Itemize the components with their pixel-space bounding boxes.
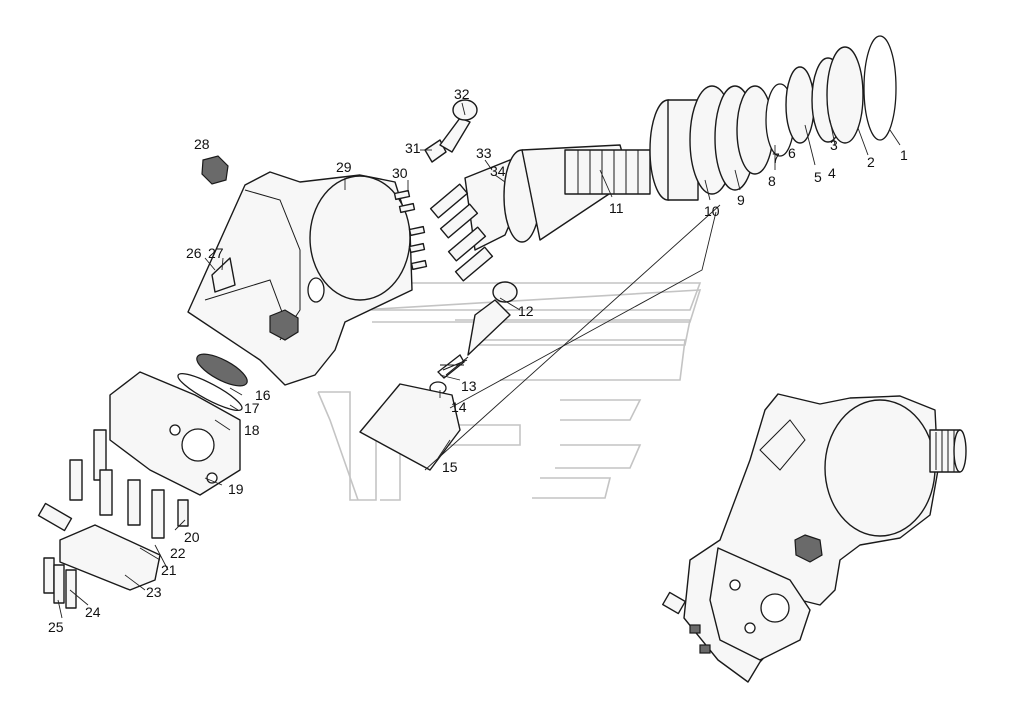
cover-plate-15 [359,383,461,471]
callout-24: 24 [85,604,101,620]
callout-16: 16 [255,387,271,403]
callout-23: 23 [146,584,162,600]
callout-4: 4 [828,165,836,181]
callout-30: 30 [392,165,408,181]
callout-33: 33 [476,145,492,161]
callout-20: 20 [184,529,200,545]
port-block-19 [109,371,241,496]
callout-5: 5 [814,169,822,185]
drive-shaft [503,144,651,243]
callout-7: 7 [772,150,780,166]
callout-14: 14 [451,399,467,415]
callout-18: 18 [244,422,260,438]
watermark-logo [317,282,702,501]
callout-21: 21 [161,562,177,578]
leader-lines [57,102,901,619]
callout-2: 2 [867,154,875,170]
bearing-ring-set [649,35,897,201]
plunger-12 [467,281,518,356]
callout-9: 9 [737,192,745,208]
cap-32 [452,99,478,121]
callout-26: 26 [186,245,202,261]
callout-29: 29 [336,159,352,175]
callout-31: 31 [405,140,421,156]
valve-block-23 [59,524,161,591]
callout-13: 13 [461,378,477,394]
callout-1: 1 [900,147,908,163]
callout-22: 22 [170,545,186,561]
callout-labels: 1 2 3 4 5 6 7 8 9 10 11 12 13 14 15 16 1… [48,86,908,635]
cap-28 [201,155,229,185]
callout-34: 34 [490,163,506,179]
screws-20-22 [69,429,189,539]
spring-13 [437,354,469,379]
callout-8: 8 [768,173,776,189]
callout-3: 3 [830,137,838,153]
bolts-24-25 [43,557,77,609]
bolts-30 [393,189,428,271]
callout-11: 11 [609,200,624,216]
callout-25: 25 [48,619,64,635]
callout-15: 15 [442,459,458,475]
callout-19: 19 [228,481,244,497]
callout-28: 28 [194,136,210,152]
callout-17: 17 [244,400,260,416]
main-housing [187,171,413,386]
callout-27: 27 [208,245,224,261]
pin-31 [424,117,471,163]
callout-12: 12 [518,303,534,319]
callout-6: 6 [788,145,796,161]
fitting [37,502,73,532]
callout-32: 32 [454,86,470,102]
assembled-motor-view [662,393,967,683]
callout-10: 10 [704,203,720,219]
